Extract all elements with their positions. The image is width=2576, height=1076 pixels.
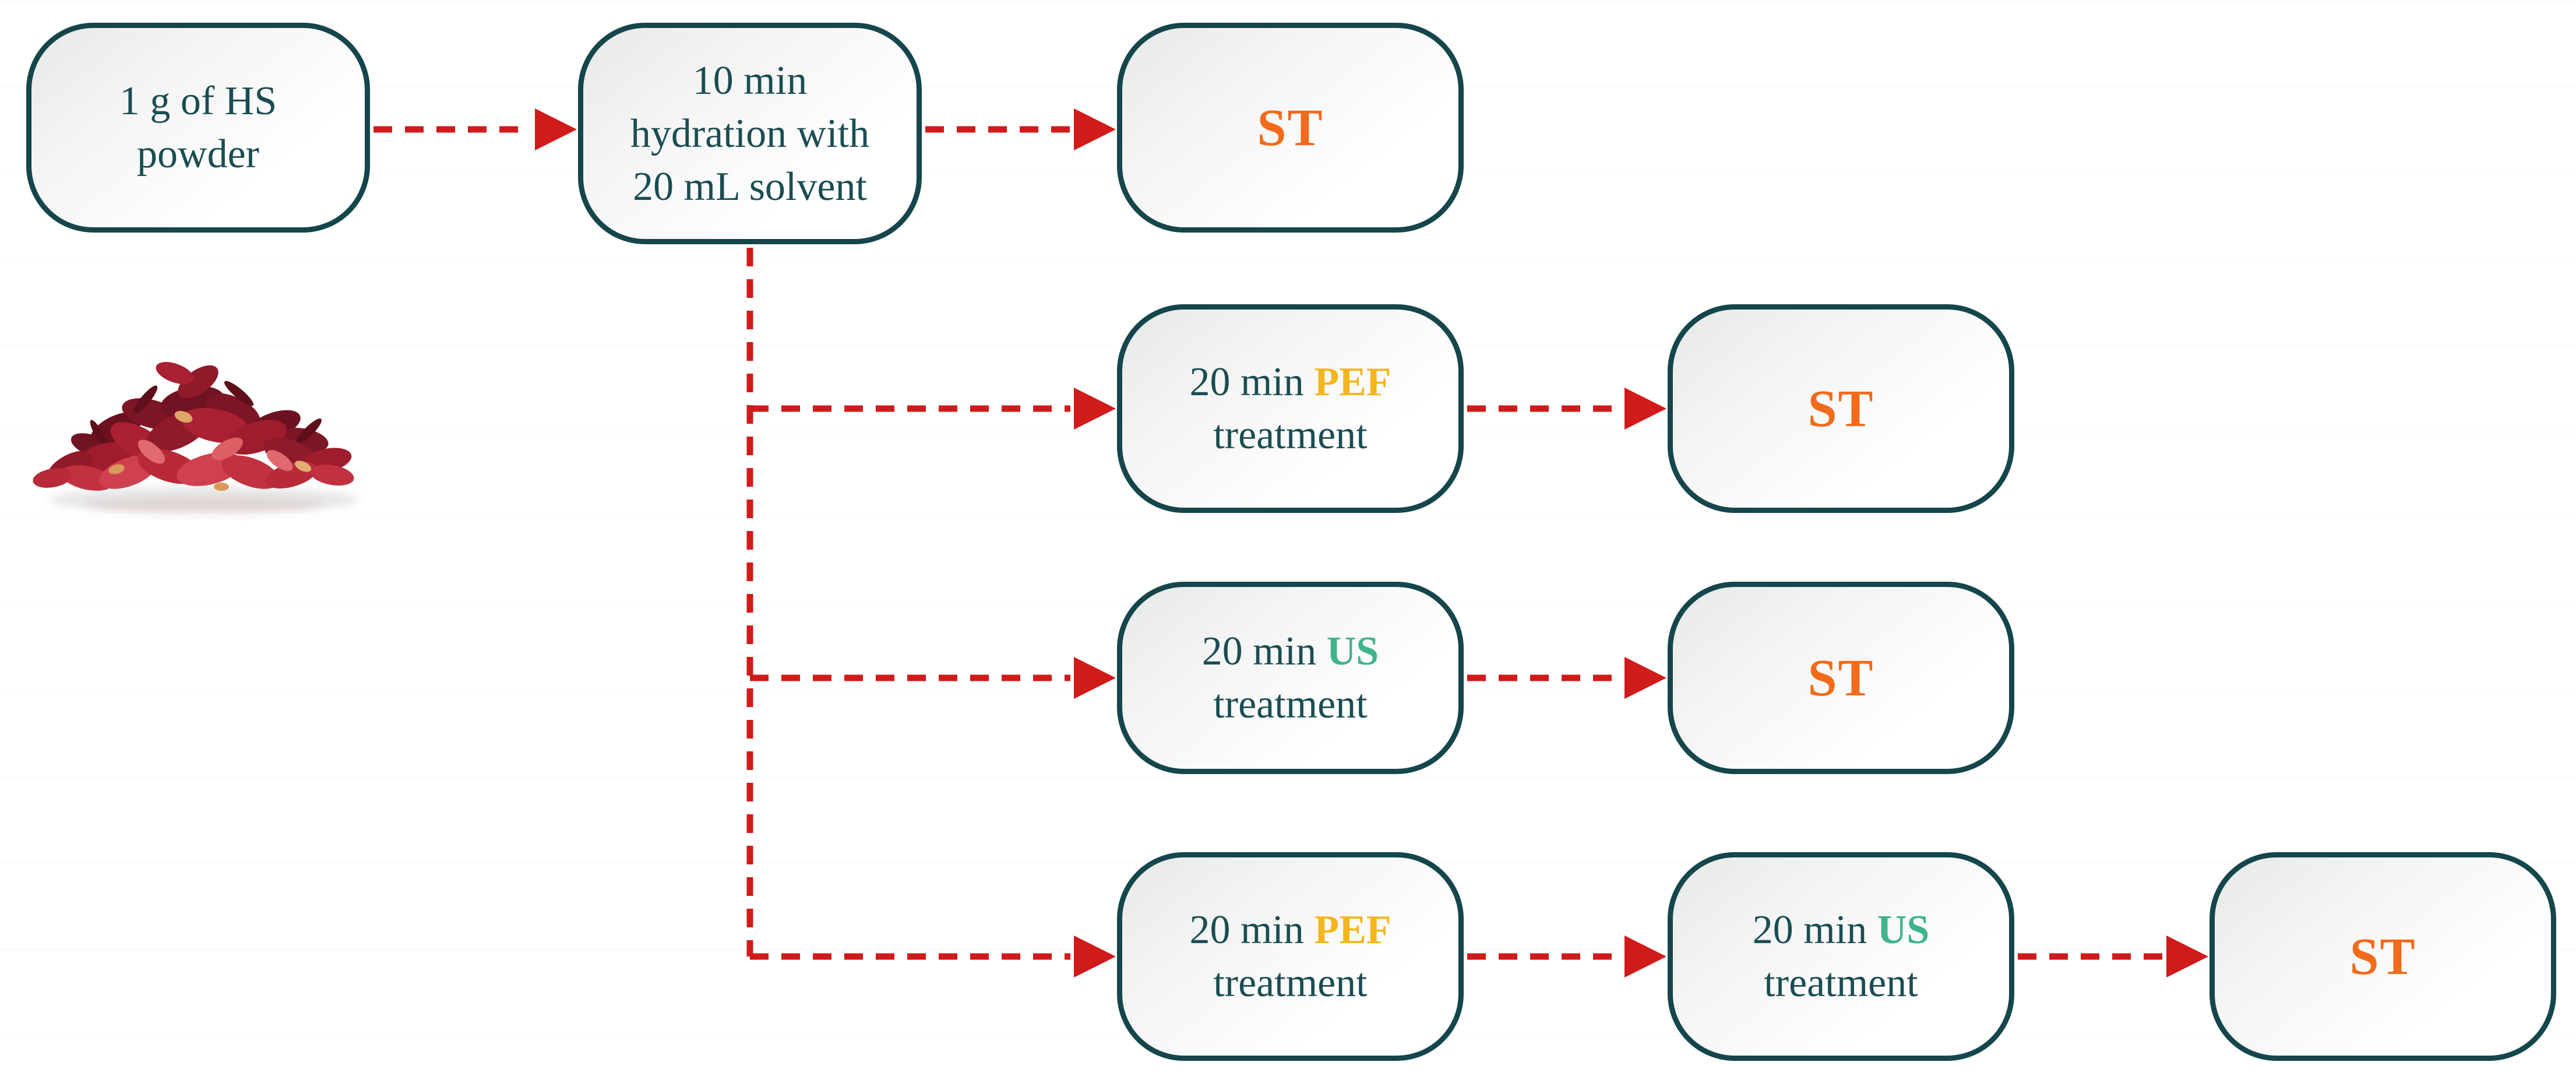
- label-line: treatment: [1213, 413, 1368, 458]
- label-text: 20 min: [1201, 629, 1327, 674]
- arrowhead-icon: [2166, 936, 2208, 977]
- node-label: 20 min US treatment: [1122, 625, 1458, 731]
- node-us-treatment-2: 20 min US treatment: [1668, 852, 2014, 1061]
- label-line: treatment: [1213, 682, 1368, 727]
- label-line: treatment: [1764, 961, 1918, 1005]
- arrowhead-icon: [535, 108, 577, 150]
- label-line: 10 min: [692, 58, 808, 103]
- arrowhead-icon: [1624, 657, 1666, 699]
- label-line: hydration with: [630, 111, 870, 156]
- label-text: 20 min: [1752, 908, 1877, 952]
- label-line: treatment: [1213, 961, 1368, 1005]
- pef-keyword: PEF: [1314, 908, 1391, 952]
- pef-keyword: PEF: [1314, 360, 1391, 405]
- us-keyword: US: [1877, 908, 1930, 952]
- hibiscus-powder-image: [29, 294, 379, 525]
- arrowhead-icon: [1074, 388, 1116, 430]
- arrowhead-icon: [1624, 936, 1666, 977]
- node-label: 20 min US treatment: [1673, 903, 2009, 1010]
- node-hydration: 10 min hydration with 20 mL solvent: [578, 23, 922, 244]
- node-label: 1 g of HS powder: [31, 75, 365, 181]
- node-st-2: ST: [1668, 304, 2014, 513]
- st-label: ST: [1807, 379, 1874, 438]
- st-label: ST: [1807, 649, 1874, 707]
- hibiscus-petals-illustration: [33, 361, 358, 514]
- arrowhead-icon: [1624, 388, 1666, 430]
- label-text: 20 min: [1189, 360, 1315, 405]
- node-pef-treatment-2: 20 min PEF treatment: [1117, 852, 1464, 1061]
- node-label: 20 min PEF treatment: [1122, 903, 1458, 1010]
- label-line: 20 min US: [1133, 625, 1448, 678]
- node-pef-treatment-1: 20 min PEF treatment: [1117, 304, 1464, 513]
- node-st-3: ST: [1668, 582, 2014, 774]
- st-label: ST: [2349, 927, 2416, 986]
- label-line: 20 min US: [1683, 903, 1999, 957]
- st-label: ST: [1257, 99, 1324, 157]
- arrowhead-icon: [1074, 108, 1116, 150]
- label-line: powder: [137, 132, 259, 177]
- label-line: 20 min PEF: [1133, 903, 1448, 957]
- node-hs-powder: 1 g of HS powder: [26, 23, 370, 233]
- node-label: 20 min PEF treatment: [1122, 356, 1458, 462]
- label-text: 20 min: [1189, 908, 1315, 952]
- node-st-4: ST: [2209, 852, 2556, 1061]
- arrowhead-icon: [1074, 936, 1116, 977]
- node-label: 10 min hydration with 20 mL solvent: [583, 54, 917, 213]
- node-us-treatment-1: 20 min US treatment: [1117, 582, 1464, 774]
- us-keyword: US: [1326, 629, 1379, 674]
- label-line: 20 min PEF: [1133, 356, 1448, 409]
- arrowhead-icon: [1074, 657, 1116, 699]
- node-st-1: ST: [1117, 23, 1464, 233]
- label-line: 1 g of HS: [119, 79, 277, 124]
- label-line: 20 mL solvent: [633, 164, 867, 209]
